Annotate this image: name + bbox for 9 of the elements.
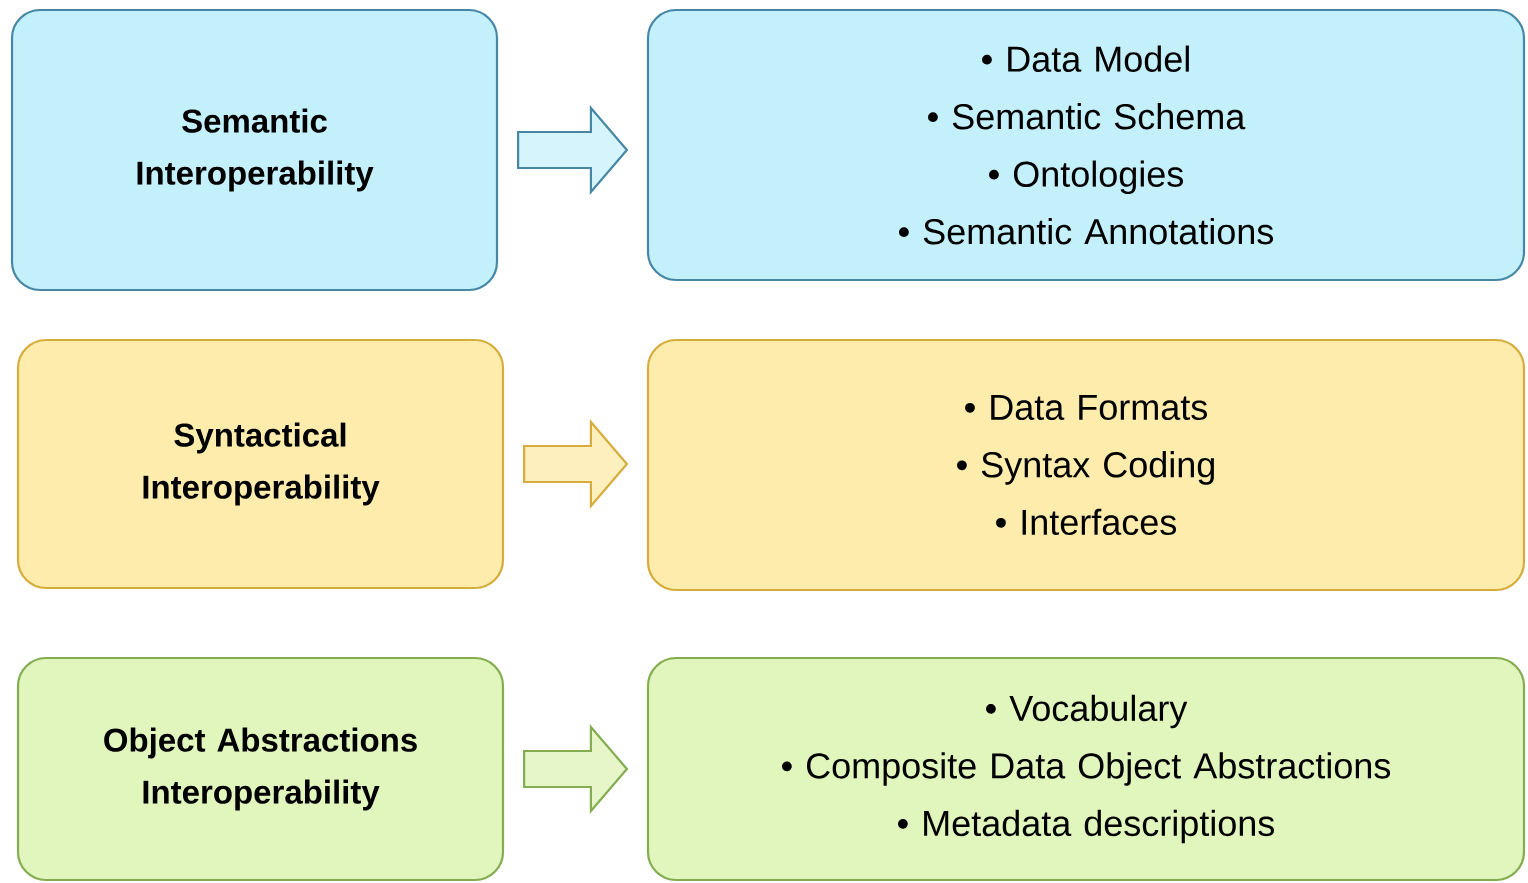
bullet-list-box: • Data Formats • Syntax Coding • Interfaces	[646, 338, 1526, 592]
block-arrow	[523, 724, 629, 814]
category-box: Semantic Interoperability	[10, 8, 499, 292]
block-arrow	[523, 419, 629, 509]
category-box: Syntactical Interoperability	[16, 338, 505, 590]
bullet-list-box: • Vocabulary • Composite Data Object Abstractions • Metadata descriptions	[646, 656, 1526, 882]
block-arrow	[517, 105, 629, 195]
bullet-list-box: • Data Model • Semantic Schema • Ontologies • Semantic Annotations	[646, 8, 1526, 282]
category-box: Object Abstractions Interoperability	[16, 656, 505, 882]
